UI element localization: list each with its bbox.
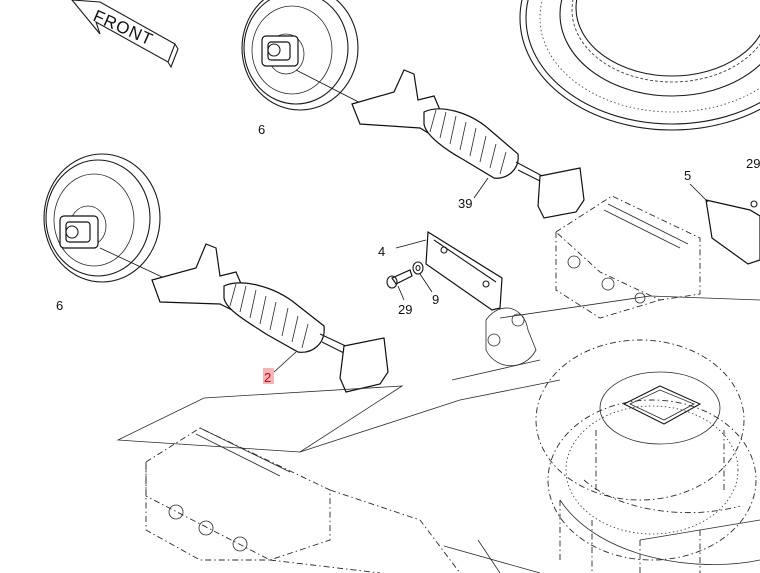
- idler-wheel-lower: [43, 153, 191, 291]
- callout-2[interactable]: 2: [264, 370, 271, 385]
- track-frame-lower-left: [116, 385, 541, 573]
- recoil-spring-lower: [151, 243, 389, 393]
- front-direction-arrow: FRONT: [71, 0, 179, 69]
- callout-4[interactable]: 4: [378, 244, 385, 259]
- callout-29-upper[interactable]: 29: [746, 156, 760, 171]
- idler-wheel-upper: [241, 0, 383, 115]
- swing-ring-gear: [519, 0, 760, 131]
- callout-29-lower[interactable]: 29: [398, 302, 412, 317]
- track-frame: [299, 195, 760, 573]
- front-arrow-label: FRONT: [90, 6, 156, 49]
- plate-assembly: [386, 230, 503, 311]
- callout-6-lower[interactable]: 6: [56, 298, 63, 313]
- side-frame-right: [689, 183, 760, 265]
- callout-2-highlight: [263, 368, 274, 384]
- callout-5[interactable]: 5: [684, 168, 691, 183]
- callout-9[interactable]: 9: [432, 292, 439, 307]
- recoil-spring-upper: [351, 69, 585, 219]
- callout-39[interactable]: 39: [458, 196, 472, 211]
- callout-6-upper[interactable]: 6: [258, 122, 265, 137]
